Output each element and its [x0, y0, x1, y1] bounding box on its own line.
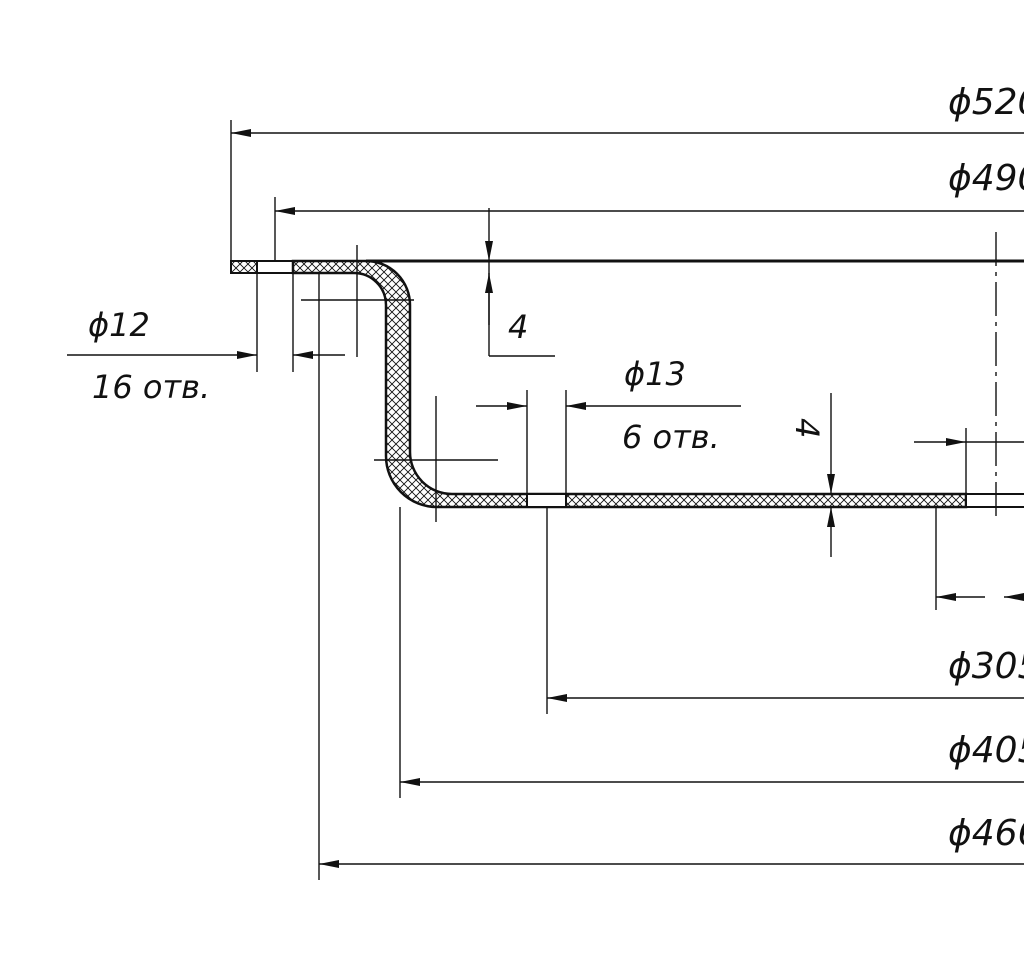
dim-label-holes-16: 16 отв. [92, 368, 210, 406]
dim-label-13: ϕ13 [624, 355, 686, 393]
dim-label-466: ϕ466 [948, 813, 1024, 854]
dim-label-520: ϕ520 [948, 82, 1024, 123]
dim-label-305: ϕ305 [948, 646, 1024, 687]
dim-label-4-top: 4 [508, 308, 528, 346]
dim-label-490: ϕ490 [948, 158, 1024, 199]
dimension-lines [67, 129, 1024, 868]
dim-label-12: ϕ12 [88, 306, 150, 344]
dim-label-holes-6: 6 отв. [622, 418, 720, 456]
flange-hatch-left [230, 260, 258, 274]
dim-label-4-bottom: 4 [788, 418, 826, 438]
dim-label-405: ϕ405 [948, 730, 1024, 771]
flange-hole-left [256, 260, 294, 274]
bottom-hole-13 [526, 493, 567, 508]
dimension-texts: ϕ520 ϕ490 ϕ12 16 отв. 4 ϕ13 6 отв. 4 ϕ30… [88, 82, 1024, 854]
bottom-hole-center [965, 493, 1024, 508]
